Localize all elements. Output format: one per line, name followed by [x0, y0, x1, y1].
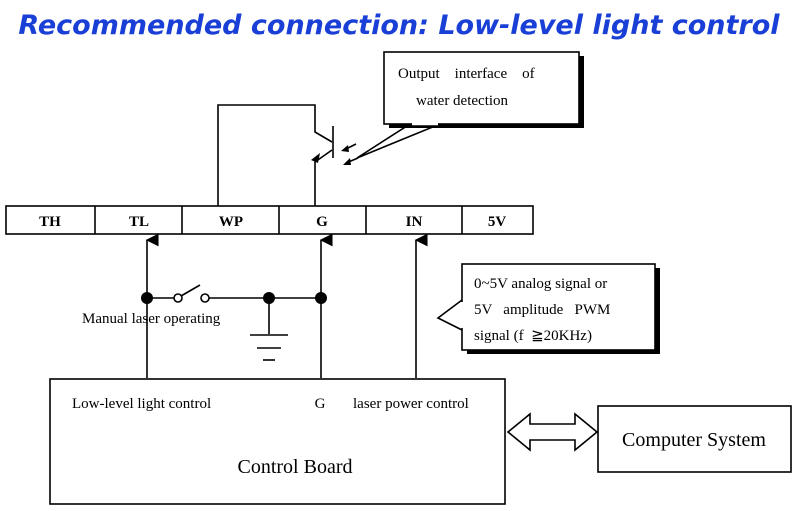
- computer-system: Computer System: [597, 405, 792, 473]
- terminal-th: TH: [39, 214, 61, 230]
- switch-lever-icon: [180, 284, 201, 297]
- water-detection-output: [217, 104, 359, 206]
- callout-output-interface: Output interface of water detection: [356, 51, 584, 159]
- computer-system-box: [597, 405, 792, 473]
- board-title: Control Board: [238, 456, 353, 478]
- terminal-strip: TH TL WP G IN 5V: [5, 205, 534, 235]
- callout-output-box: [383, 51, 580, 125]
- terminal-wp: WP: [219, 214, 243, 230]
- callout-signal-line3: signal (f ≧20KHz): [474, 328, 592, 344]
- switch-label: Manual laser operating: [82, 311, 221, 327]
- computer-system-label: Computer System: [622, 429, 766, 451]
- terminal-in: IN: [406, 214, 423, 230]
- callout-output-line1: Output interface of: [398, 66, 535, 82]
- light-ray-arrowhead-icon: [341, 145, 349, 152]
- callout-output-pointer: [356, 123, 441, 159]
- manual-switch-circuit: Manual laser operating: [82, 284, 327, 361]
- wp-wire: [217, 104, 333, 206]
- callout-output-line2: water detection: [416, 93, 509, 109]
- control-board-box: [49, 378, 506, 505]
- terminal-5v: 5V: [488, 214, 507, 230]
- board-label-low-level: Low-level light control: [72, 396, 211, 412]
- page-title: Recommended connection: Low-level light …: [18, 10, 780, 41]
- junction-dot: [315, 292, 327, 304]
- emitter-wire: [314, 149, 333, 206]
- callout-signal-line1: 0~5V analog signal or: [474, 276, 607, 292]
- terminal-tl: TL: [129, 214, 149, 230]
- callout-signal-pointer: [436, 299, 463, 331]
- terminal-g: G: [316, 214, 328, 230]
- bidirectional-arrow-icon: [506, 412, 599, 452]
- emitter-arrow-icon: [311, 153, 320, 163]
- callout-signal: 0~5V analog signal or 5V amplitude PWM s…: [436, 263, 660, 354]
- control-board: Low-level light control G laser power co…: [49, 378, 506, 505]
- light-ray-arrowhead-icon: [343, 158, 351, 165]
- board-label-g: G: [315, 396, 326, 412]
- junction-dot: [141, 292, 153, 304]
- switch-contact-icon: [173, 293, 183, 303]
- switch-contact-icon: [200, 293, 210, 303]
- callout-signal-line2: 5V amplitude PWM: [474, 302, 610, 318]
- board-label-power: laser power control: [353, 396, 469, 412]
- terminal-strip-frame: [5, 205, 534, 235]
